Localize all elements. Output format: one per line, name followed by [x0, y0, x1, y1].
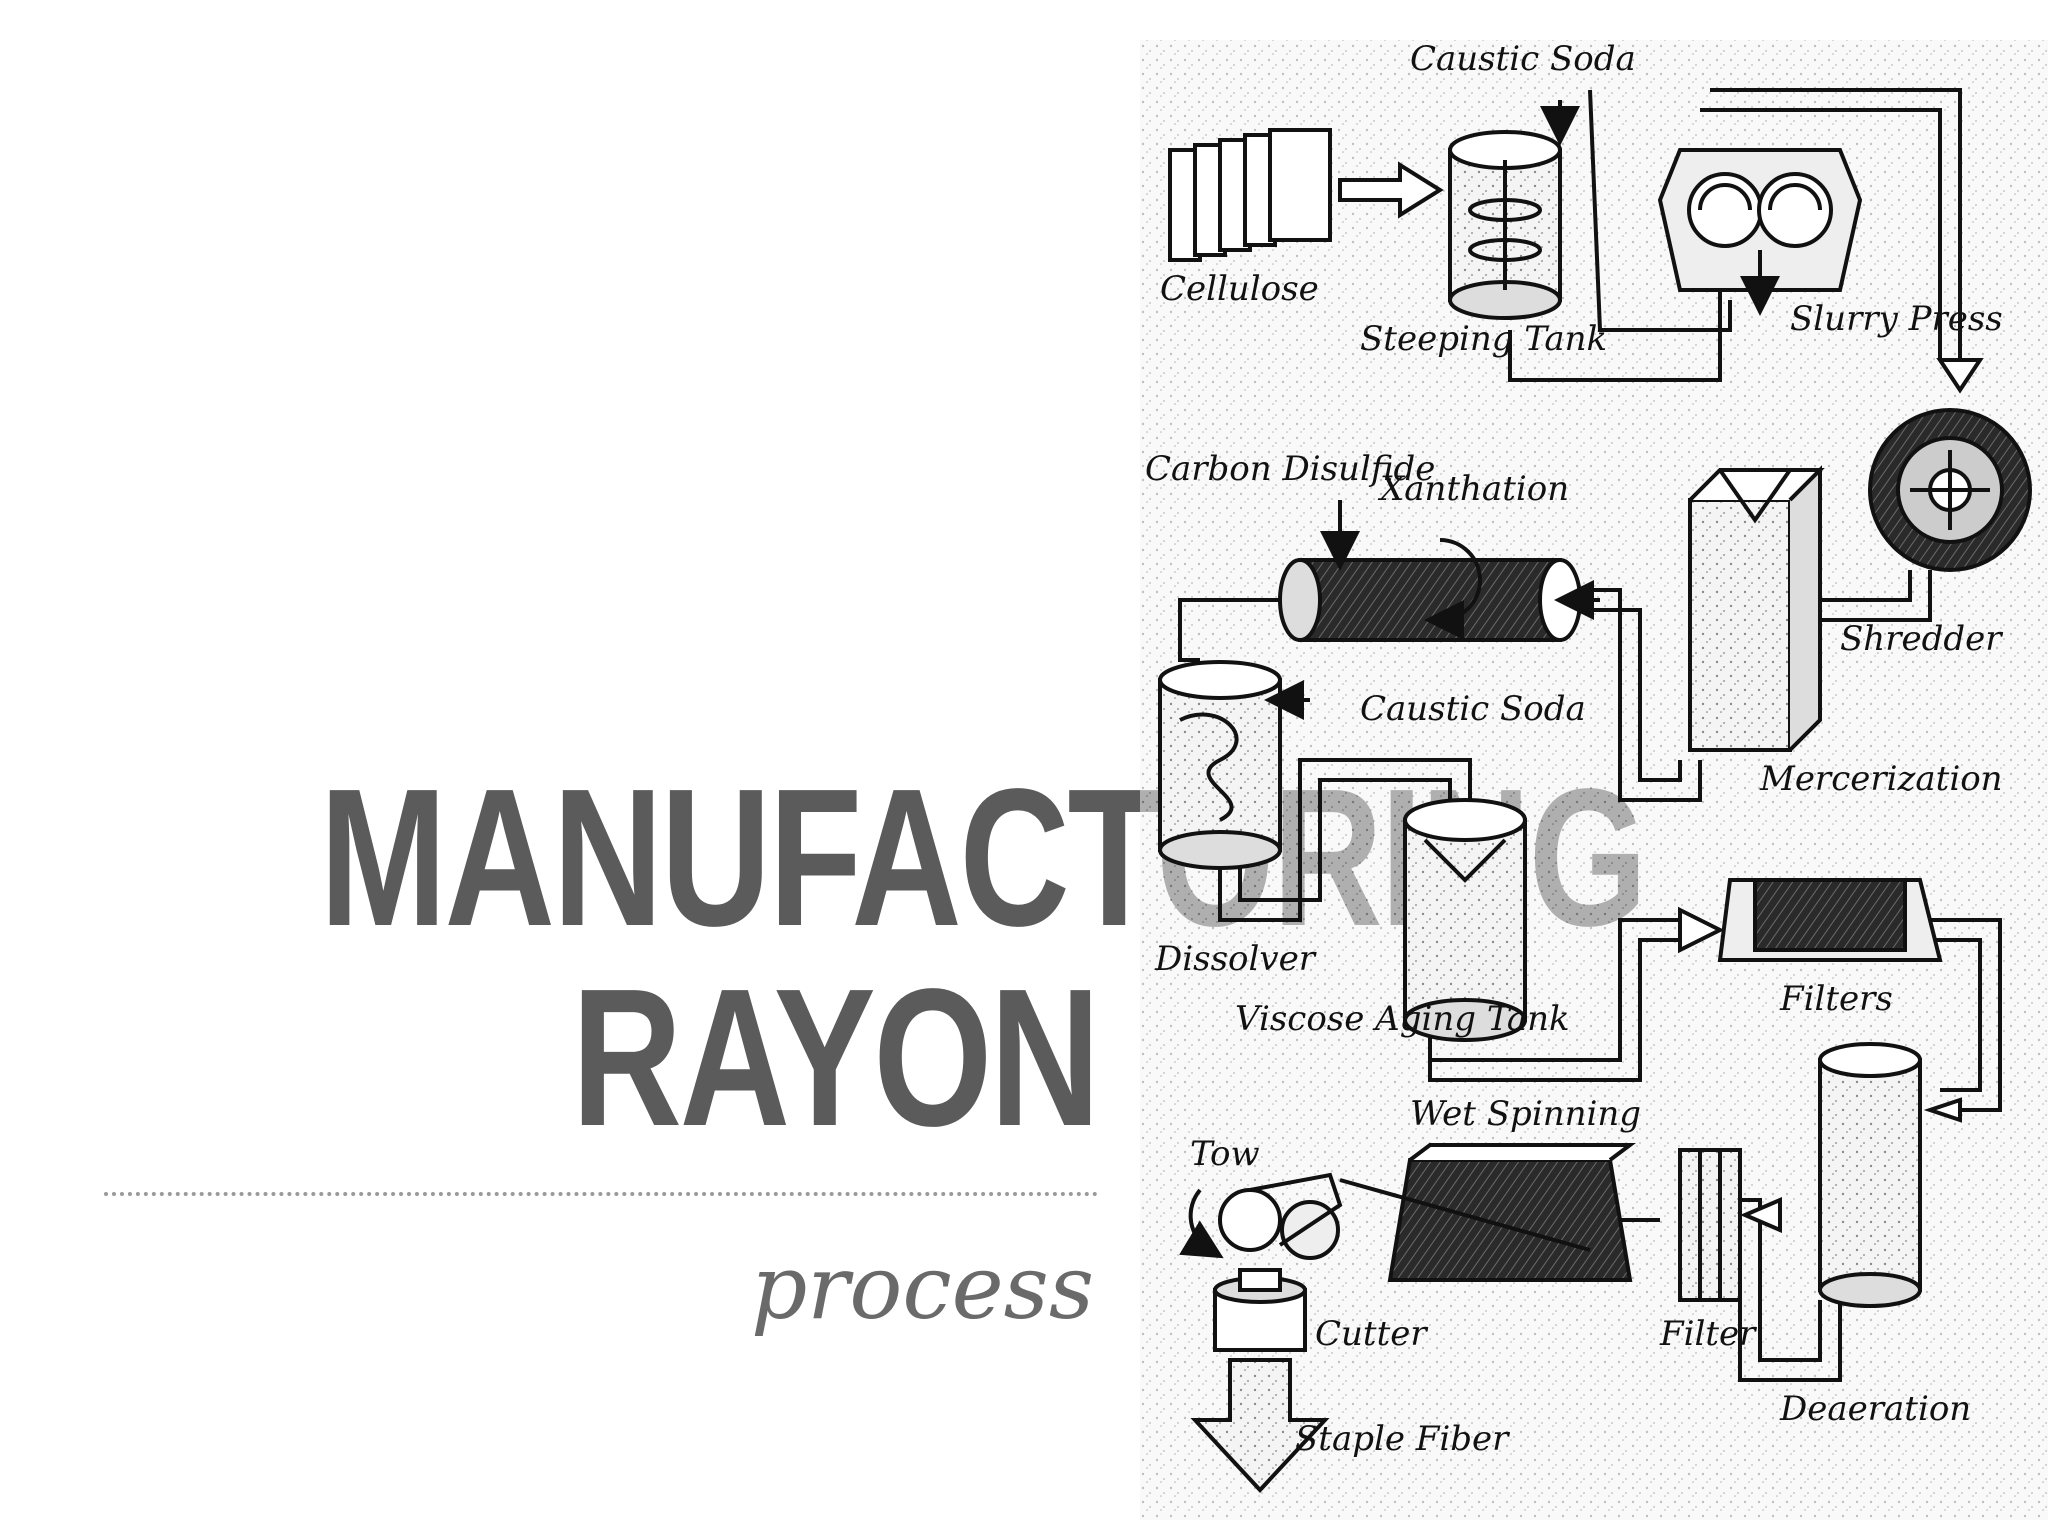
label-cellulose: Cellulose	[1160, 269, 1319, 309]
label-wet-spinning: Wet Spinning	[1410, 1094, 1641, 1134]
label-shredder: Shredder	[1840, 619, 2003, 659]
label-caustic-soda-mid: Caustic Soda	[1360, 689, 1586, 729]
dotted-divider	[104, 1192, 1098, 1196]
steeping-tank	[1448, 100, 1580, 320]
dissolver	[1158, 660, 1310, 870]
label-tow: Tow	[1190, 1134, 1260, 1174]
title-block: MANUFACTORING RAYON	[100, 748, 1648, 1167]
label-staple-fiber: Staple Fiber	[1295, 1419, 1510, 1459]
label-viscose-aging-tank: Viscose Aging Tank	[1235, 999, 1570, 1039]
label-dissolver: Dissolver	[1154, 939, 1317, 979]
label-deaeration: Deaeration	[1779, 1389, 1971, 1429]
label-cutter: Cutter	[1315, 1314, 1428, 1354]
rayon-process-sketch: Caustic Soda Cellulose Steeping Tank Slu…	[1140, 0, 2048, 1536]
title-line-2: RAYON	[571, 948, 1101, 1167]
process-diagram-svg: Caustic Soda Cellulose Steeping Tank Slu…	[1140, 39, 2048, 1520]
label-slurry-press: Slurry Press	[1790, 299, 2003, 339]
label-steeping-tank: Steeping Tank	[1360, 319, 1607, 359]
filters-unit	[1678, 878, 1943, 962]
label-caustic-soda-top: Caustic Soda	[1410, 39, 1636, 79]
label-filter: Filter	[1659, 1314, 1757, 1354]
label-xanthation: Xanthation	[1377, 469, 1569, 509]
title-line-1: MANUFACTORING	[319, 748, 1648, 967]
shredder	[1868, 358, 2032, 572]
label-carbon-disulfide: Carbon Disulfide	[1145, 449, 1435, 489]
deaeration-tank	[1818, 1042, 1962, 1308]
cutter	[1213, 1268, 1307, 1352]
viscose-aging-tank	[1403, 798, 1527, 1042]
filter-unit	[1678, 1148, 1782, 1302]
flow-pipes	[1178, 88, 2002, 1382]
staple-fiber-arrow	[1190, 1358, 1330, 1493]
xanthation-drum	[1278, 500, 1600, 642]
tow-rollers	[1179, 1172, 1343, 1260]
diagram-labels: Caustic Soda Cellulose Steeping Tank Slu…	[1145, 39, 2003, 1459]
subtitle: process	[750, 1236, 1094, 1339]
label-mercerization: Mercerization	[1759, 759, 2003, 799]
mercerization-tank	[1688, 465, 1825, 752]
cellulose-sheets	[1168, 128, 1444, 262]
wet-spinning-bath	[1339, 1143, 1636, 1282]
label-filters: Filters	[1779, 979, 1893, 1019]
slurry-press	[1657, 148, 1863, 316]
